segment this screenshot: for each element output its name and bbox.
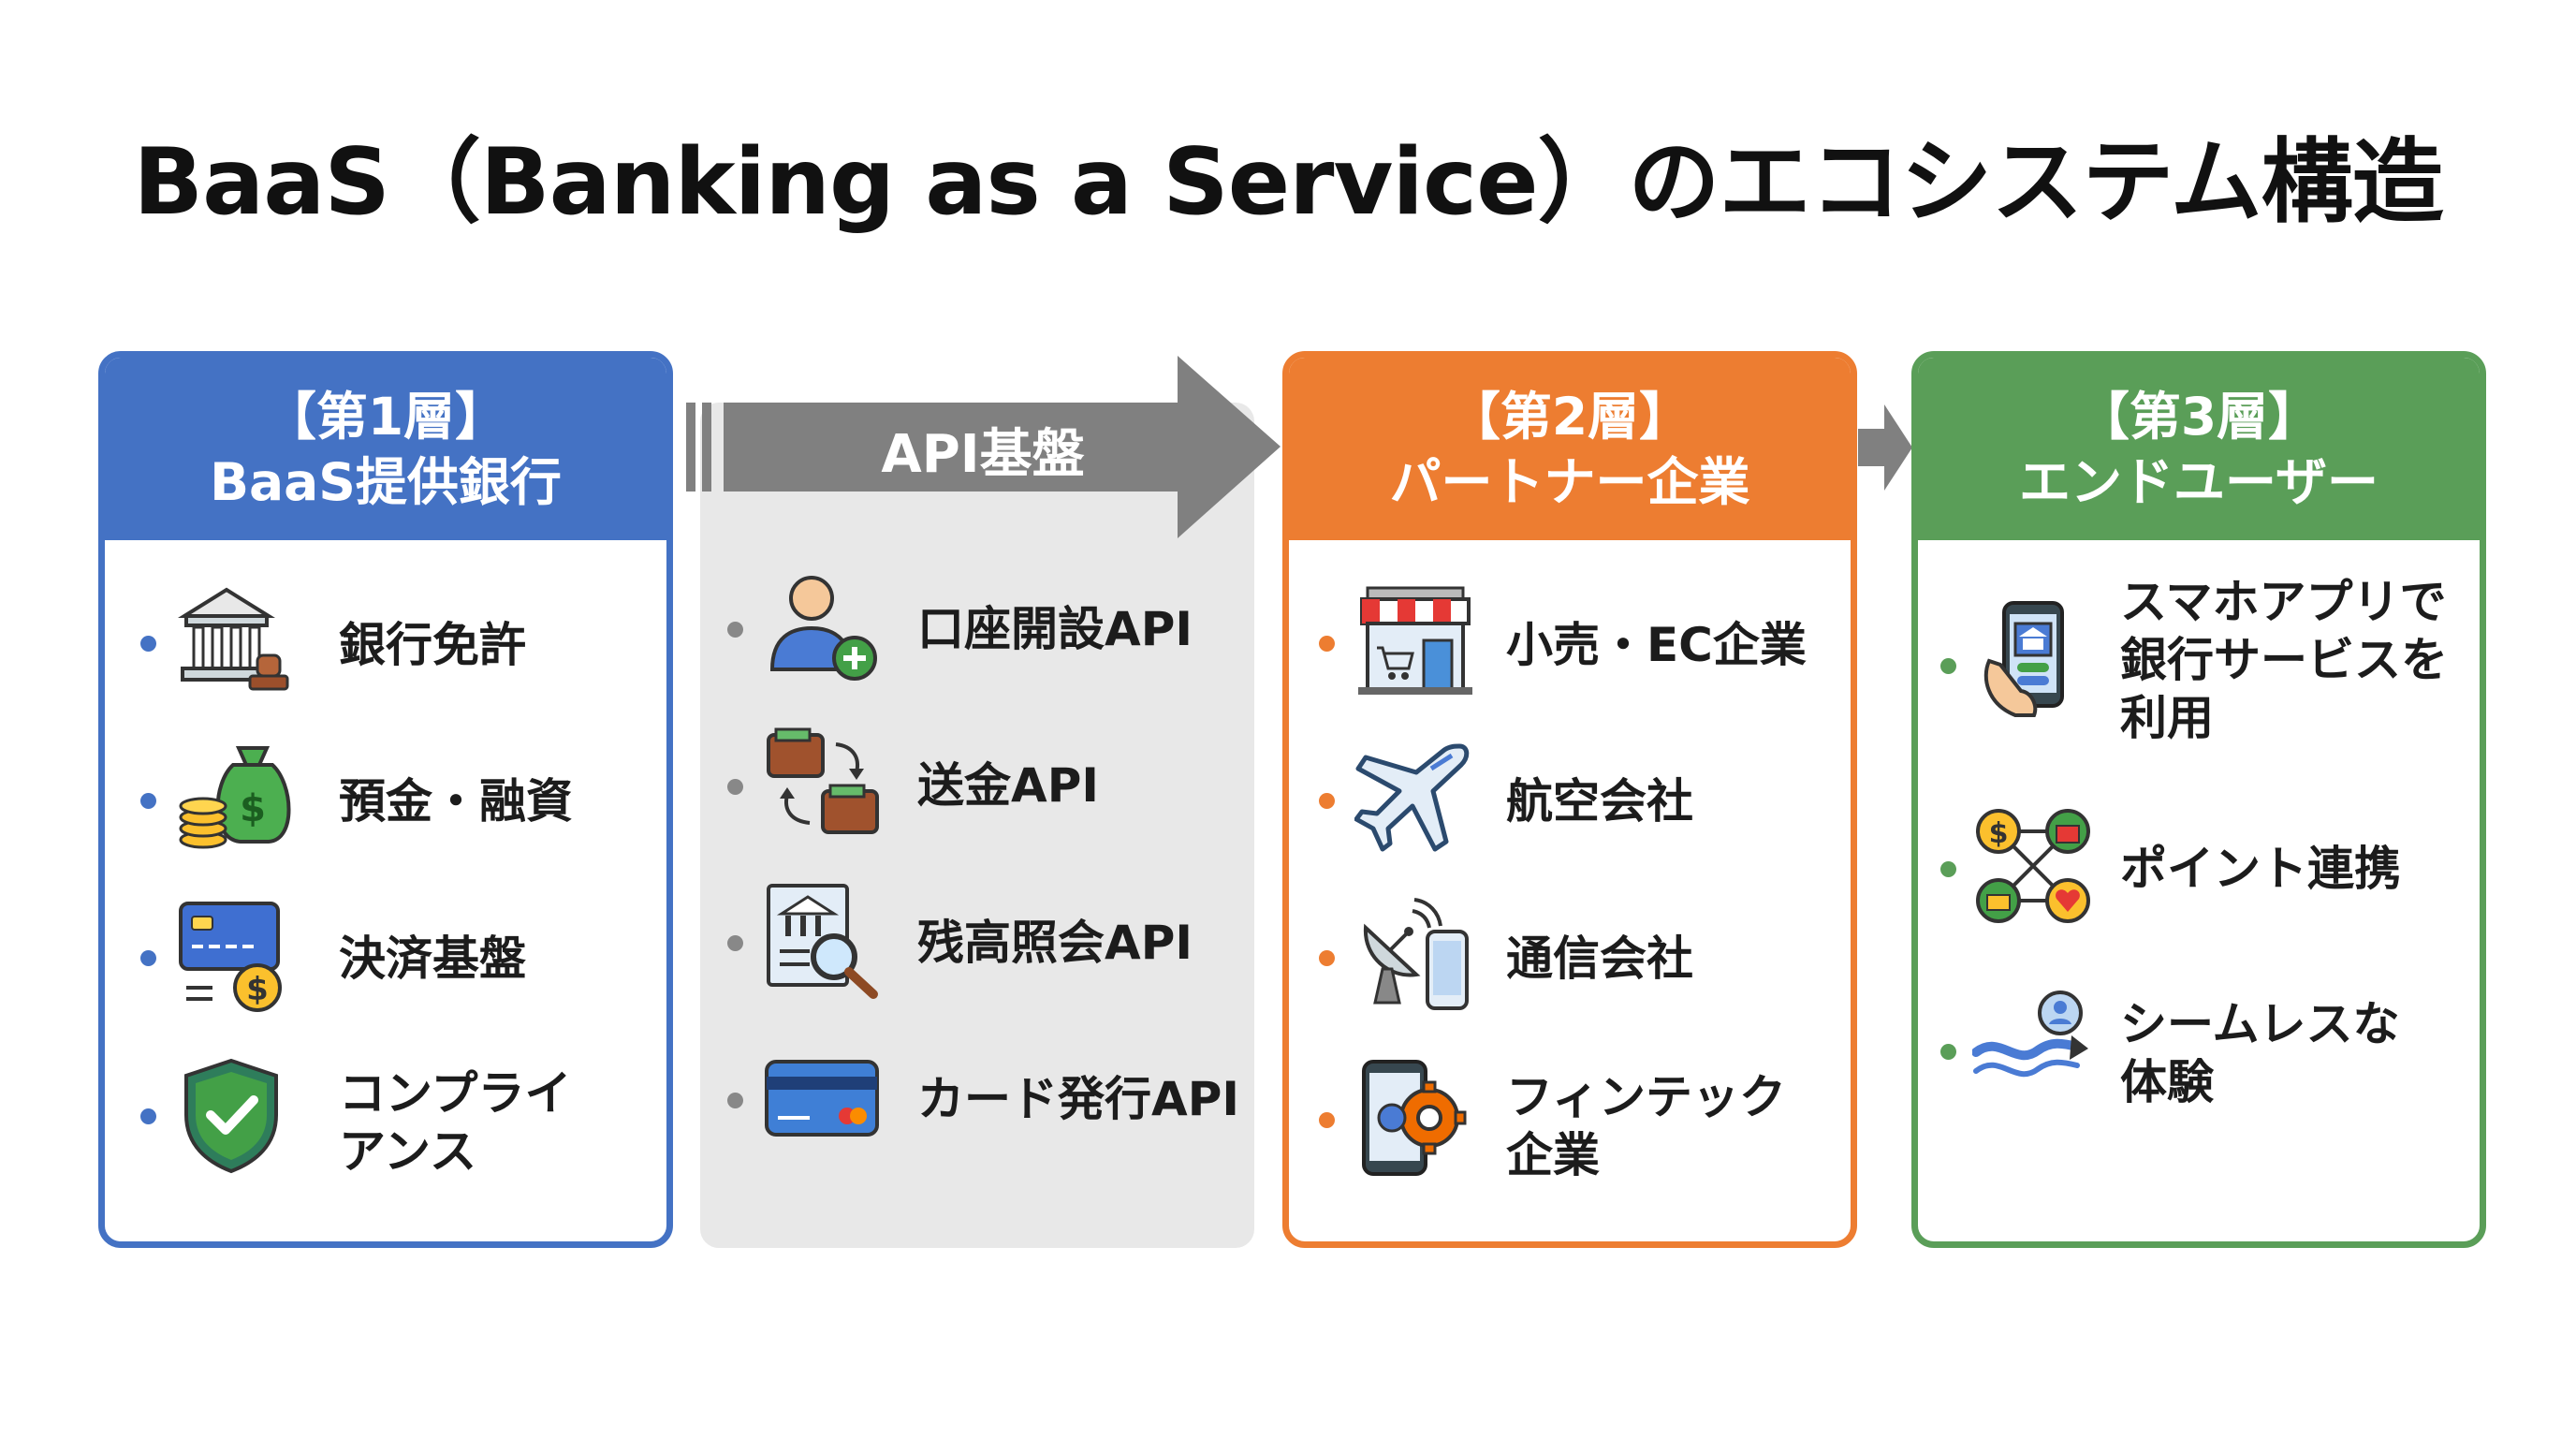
layer3-item-label-line1: シームレスな [2120, 997, 2400, 1051]
money-bag-icon: $ [179, 746, 291, 849]
credit-card-icon: $ [179, 902, 282, 1012]
seamless-user-icon [1972, 990, 2088, 1078]
layer2-item-label: 小売・EC企業 [1506, 618, 1807, 672]
layer1-item-label-line1: コンプライ [339, 1066, 572, 1121]
card-icon [765, 1060, 879, 1137]
bullet [140, 1108, 156, 1124]
svg-text:$: $ [240, 787, 266, 830]
bullet [140, 950, 156, 966]
layer2-heading-line1: 【第2層】 [1448, 386, 1691, 447]
layer2-panel: 【第2層】 パートナー企業 小売・EC企業 航空会社 [1282, 351, 1857, 1248]
bullet [727, 1093, 743, 1108]
store-icon [1358, 586, 1472, 695]
bullet [1319, 1112, 1335, 1128]
svg-text:$: $ [1989, 817, 2009, 850]
wallet-transfer-icon [767, 727, 879, 834]
layer1-item-label: 預金・融資 [339, 774, 573, 829]
layer2-item-label-line1: フィンテック [1506, 1070, 1786, 1124]
bank-icon [178, 587, 289, 691]
api-heading: API基盤 [881, 424, 1085, 485]
svg-text:$: $ [246, 971, 269, 1008]
phone-gear-icon [1362, 1060, 1467, 1176]
layer3-header: 【第3層】 エンドユーザー [1918, 358, 2480, 540]
airplane-icon [1354, 743, 1470, 852]
layer1-item-label: 決済基盤 [339, 932, 526, 986]
bullet [727, 622, 743, 638]
api-item-label: 送金API [917, 758, 1099, 813]
point-network-icon: $ [1976, 809, 2090, 923]
layer3-item-label-line3: 利用 [2120, 691, 2214, 745]
layer1-heading-line1: 【第1層】 [264, 386, 507, 447]
layer2-heading-line2: パートナー企業 [1389, 451, 1750, 512]
shield-check-icon [184, 1058, 278, 1174]
bullet [727, 935, 743, 951]
layer2-item-label: 通信会社 [1506, 932, 1693, 986]
layer1-heading-line2: BaaS提供銀行 [210, 451, 562, 512]
layer3-heading-line2: エンドユーザー [2019, 451, 2378, 512]
layer3-panel: 【第3層】 エンドユーザー スマホアプリで 銀行サービスを 利用 $ [1911, 351, 2486, 1248]
layer1-item-label: 銀行免許 [339, 618, 526, 672]
bank-search-icon [767, 884, 878, 999]
bullet [1940, 658, 1956, 674]
bullet [140, 793, 156, 809]
bullet [1940, 861, 1956, 877]
layer3-item-label: ポイント連携 [2120, 842, 2401, 896]
bullet [1319, 950, 1335, 966]
small-arrow-icon [1858, 404, 1912, 491]
bullet [727, 779, 743, 795]
bullet [1319, 793, 1335, 809]
layer3-heading-line1: 【第3層】 [2077, 386, 2320, 447]
user-add-icon [769, 576, 877, 681]
layer3-item-label-line2: 体験 [2120, 1055, 2214, 1109]
layer2-item-label-line2: 企業 [1506, 1128, 1600, 1182]
bullet [1319, 636, 1335, 652]
api-arrow-icon [686, 356, 1281, 538]
satellite-phone-icon [1363, 898, 1469, 1010]
smartphone-hand-icon [1983, 601, 2064, 717]
api-item-label: カード発行API [917, 1072, 1239, 1126]
layer3-item-label-line2: 銀行サービスを [2120, 633, 2448, 687]
layer2-item-label: 航空会社 [1506, 774, 1693, 829]
layer3-item-label-line1: スマホアプリで [2120, 575, 2447, 629]
api-item-label: 残高照会API [917, 916, 1193, 970]
layer2-header: 【第2層】 パートナー企業 [1289, 358, 1851, 540]
layer1-item-label-line2: アンス [339, 1124, 476, 1179]
layer1-panel: 【第1層】 BaaS提供銀行 銀行免許 $ 預金・融資 [98, 351, 673, 1248]
page-title: BaaS（Banking as a Service）のエコシステム構造 [133, 129, 2443, 236]
api-item-label: 口座開設API [917, 602, 1193, 656]
bullet [1940, 1044, 1956, 1060]
bullet [140, 636, 156, 652]
layer1-header: 【第1層】 BaaS提供銀行 [105, 358, 666, 540]
